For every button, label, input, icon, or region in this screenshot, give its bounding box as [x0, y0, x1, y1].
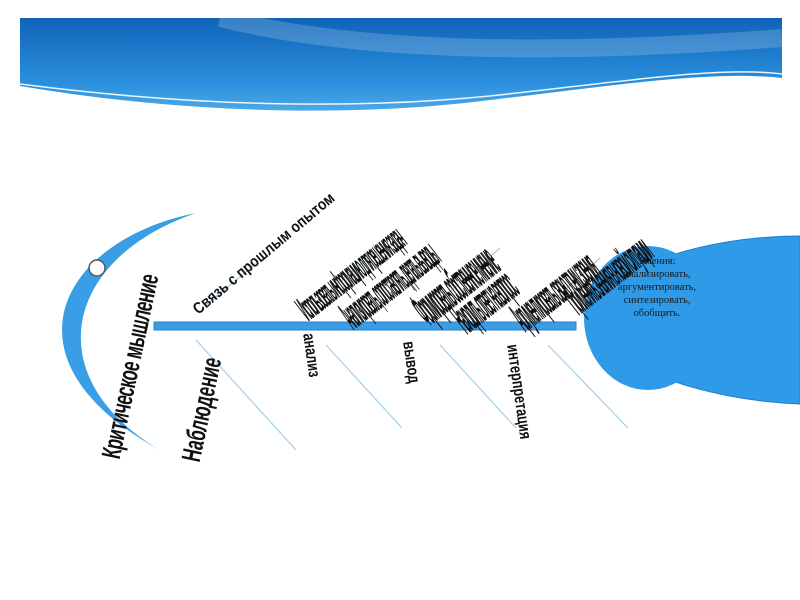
fish-eye-icon	[89, 260, 105, 276]
lower-bone-2	[326, 345, 402, 428]
